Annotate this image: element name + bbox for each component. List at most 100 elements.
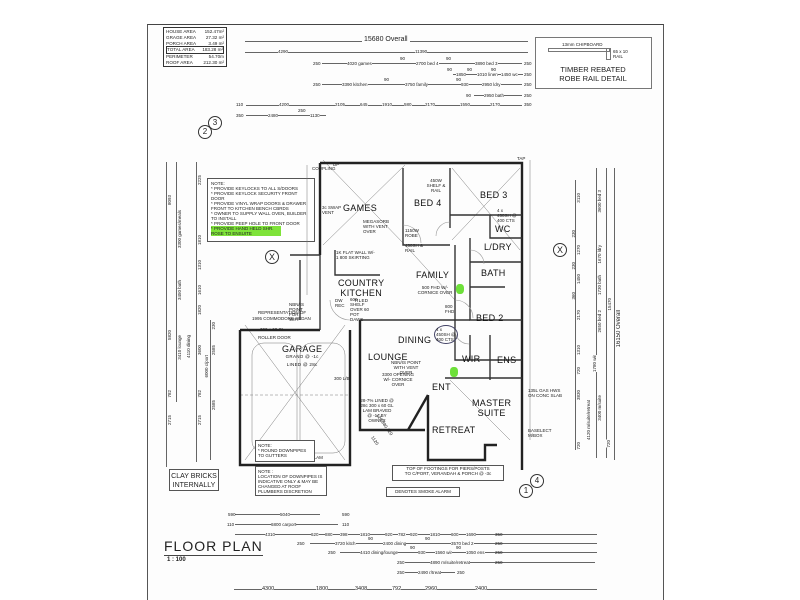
dimension-label: 3410 lounge	[177, 335, 182, 360]
robe-detail-title-line: TIMBER REBATED	[560, 65, 626, 74]
dimension-label: 15470	[607, 298, 612, 311]
dimension-label: 1910	[382, 102, 393, 107]
smoke-alarm-marker	[450, 367, 458, 377]
dimension-label: 1810	[197, 235, 202, 246]
dimension-label: 3110	[576, 193, 581, 203]
dimension-label: 5040	[280, 512, 291, 517]
dimension-label: 360	[571, 292, 576, 300]
dimension-label: 350	[524, 102, 532, 107]
overall-width-label: 15680 Overall	[362, 36, 410, 43]
wall	[238, 330, 352, 467]
dimension-label: 2400 dining	[383, 541, 407, 546]
dimension-label: 250	[457, 570, 465, 575]
robe-rail-detail-box: 13mm CHIPBOARD 65 x 10 RAIL TIMBER REBAT…	[535, 37, 652, 89]
porch-lining-label: 28-7% LINED @ 28c 300 x 60 GL LAM BRAVED…	[360, 398, 394, 423]
dimension-label: 645	[360, 102, 368, 107]
dimension-label: 4200	[279, 102, 290, 107]
room-label-games: GAMES	[343, 203, 378, 213]
room-label-garage: GARAGE GRANO @ -1c LINED @ 28c	[282, 345, 322, 368]
dimension-line	[405, 562, 595, 563]
dimension-label: 4310	[265, 532, 276, 537]
dimension-label: 110	[342, 522, 350, 527]
downpipe-note: NOTE: * ROUND DOWNPIPES TO GUTTERS	[255, 440, 315, 462]
smoke-alarm-marker	[456, 284, 464, 294]
note-item-highlighted: * PROVIDE HAND HELD SHR. ROSE TO ENSUITE	[211, 226, 281, 236]
note-heading: NOTE:	[258, 443, 272, 448]
wall	[454, 245, 470, 321]
note-text: LOCATION OF DOWNPIPES IS INDICATIVE ONLY…	[258, 474, 323, 494]
dimension-label: 90	[446, 56, 452, 61]
dimension-label: 90	[400, 56, 406, 61]
wall	[358, 320, 425, 432]
dimension-label: 1850	[456, 72, 467, 77]
dimension-line	[245, 52, 528, 53]
room-label-dining: DINING	[398, 335, 432, 345]
dimension-label: 1010 linen	[477, 72, 498, 77]
room-label-entry: ENT	[432, 382, 451, 392]
dimension-label: 1670 ldry	[597, 245, 602, 264]
dimension-label: 2715	[167, 415, 172, 426]
dimension-label: 782	[398, 532, 406, 537]
note-heading: NOTE :	[258, 469, 274, 474]
door-swing	[435, 221, 451, 237]
dimension-label: 4120 m/suite/retreat	[586, 400, 591, 441]
room-label-wc: WC	[495, 224, 511, 234]
dimension-label: 4300	[262, 586, 275, 592]
dimension-line	[210, 320, 211, 460]
dimension-label: 90	[491, 67, 497, 72]
dimension-label: 250	[313, 61, 321, 66]
room-sub-label: GRANO @ -1c	[285, 354, 319, 359]
dimension-label: 2950 bath	[484, 93, 505, 98]
dimension-label: 1780 wir	[592, 355, 597, 373]
tap-label: TAP	[517, 156, 526, 161]
section-marker-x: X	[265, 250, 279, 264]
door-swing	[454, 299, 474, 319]
cornice-label: 500 FHD W/- CORNICE OVER	[417, 285, 453, 295]
dimension-label: 6000 c/port	[204, 355, 209, 378]
megasorb-label: MEGASORB WITH VENT OVER	[363, 219, 390, 234]
dimension-label: 4890 m/suite/retreat	[430, 560, 471, 565]
dimension-line	[614, 168, 615, 460]
coupling-label: COUPLING	[312, 166, 336, 171]
roof-line	[322, 164, 406, 246]
dimension-label: 1610	[197, 285, 202, 296]
note-item: * PROVIDE VINYL WRAP DOORS & DRAWER FRON…	[211, 201, 307, 211]
dimension-label: 6800 carport	[271, 522, 297, 527]
dimension-line	[246, 115, 326, 116]
door-swing	[329, 299, 351, 321]
dimension-label: 920	[410, 532, 418, 537]
dimension-label: 3600 bed 3	[597, 190, 602, 213]
clay-bricks-note: CLAY BRICKS INTERNALLY	[169, 469, 219, 491]
area-label: PERIMETER	[166, 54, 193, 60]
area-label: ROOF AREA	[166, 59, 193, 65]
dimension-label: 1560 wir	[435, 550, 453, 555]
dimension-label: 1050 ens	[466, 550, 485, 555]
room-label-line: COUNTRY	[338, 278, 385, 288]
dimension-label: 3600	[197, 345, 202, 356]
rail-label: 65 x 10 RAIL	[613, 49, 628, 59]
dimension-label: 4290	[278, 49, 289, 54]
dimension-label: 250	[495, 560, 503, 565]
dimension-label: 3750 family	[405, 82, 429, 87]
dimension-label: 1130	[310, 113, 320, 118]
note-item: * PROVIDE PEEP HOLE TO FRONT DOOR	[211, 221, 300, 226]
dimension-label: 2105	[335, 102, 346, 107]
dimension-line	[234, 589, 597, 590]
dimension-label: 90	[368, 536, 374, 541]
notes-box: NOTE: * PROVIDE KEYLOCKS TO ALL S/DOORS …	[207, 178, 315, 242]
lintel-label: 300 L/B	[334, 376, 350, 381]
nbn-point-label: NBN/IS POINT WITH VENT OVER	[390, 360, 421, 375]
dimension-line	[596, 168, 597, 458]
dimension-label: 2170	[425, 102, 436, 107]
area-value: 152.47m²	[204, 29, 224, 34]
dimension-label: 8093	[167, 195, 172, 206]
dimension-label: 11390	[415, 49, 428, 54]
smoke-alarm-legend: DENOTES SMOKE ALARM	[386, 487, 460, 497]
footings-note-line: TO C/PORT, VERANDAH & PORCH @ -3c	[404, 471, 492, 476]
dimension-label: 250	[524, 93, 532, 98]
footings-note: TOP OF FOOTINGS FOR PIERS/POSTS TO C/POR…	[392, 465, 504, 481]
dimension-label: 4410 dining/lounge	[360, 550, 399, 555]
door-swings	[329, 221, 485, 345]
dimension-label: 600	[451, 532, 459, 537]
